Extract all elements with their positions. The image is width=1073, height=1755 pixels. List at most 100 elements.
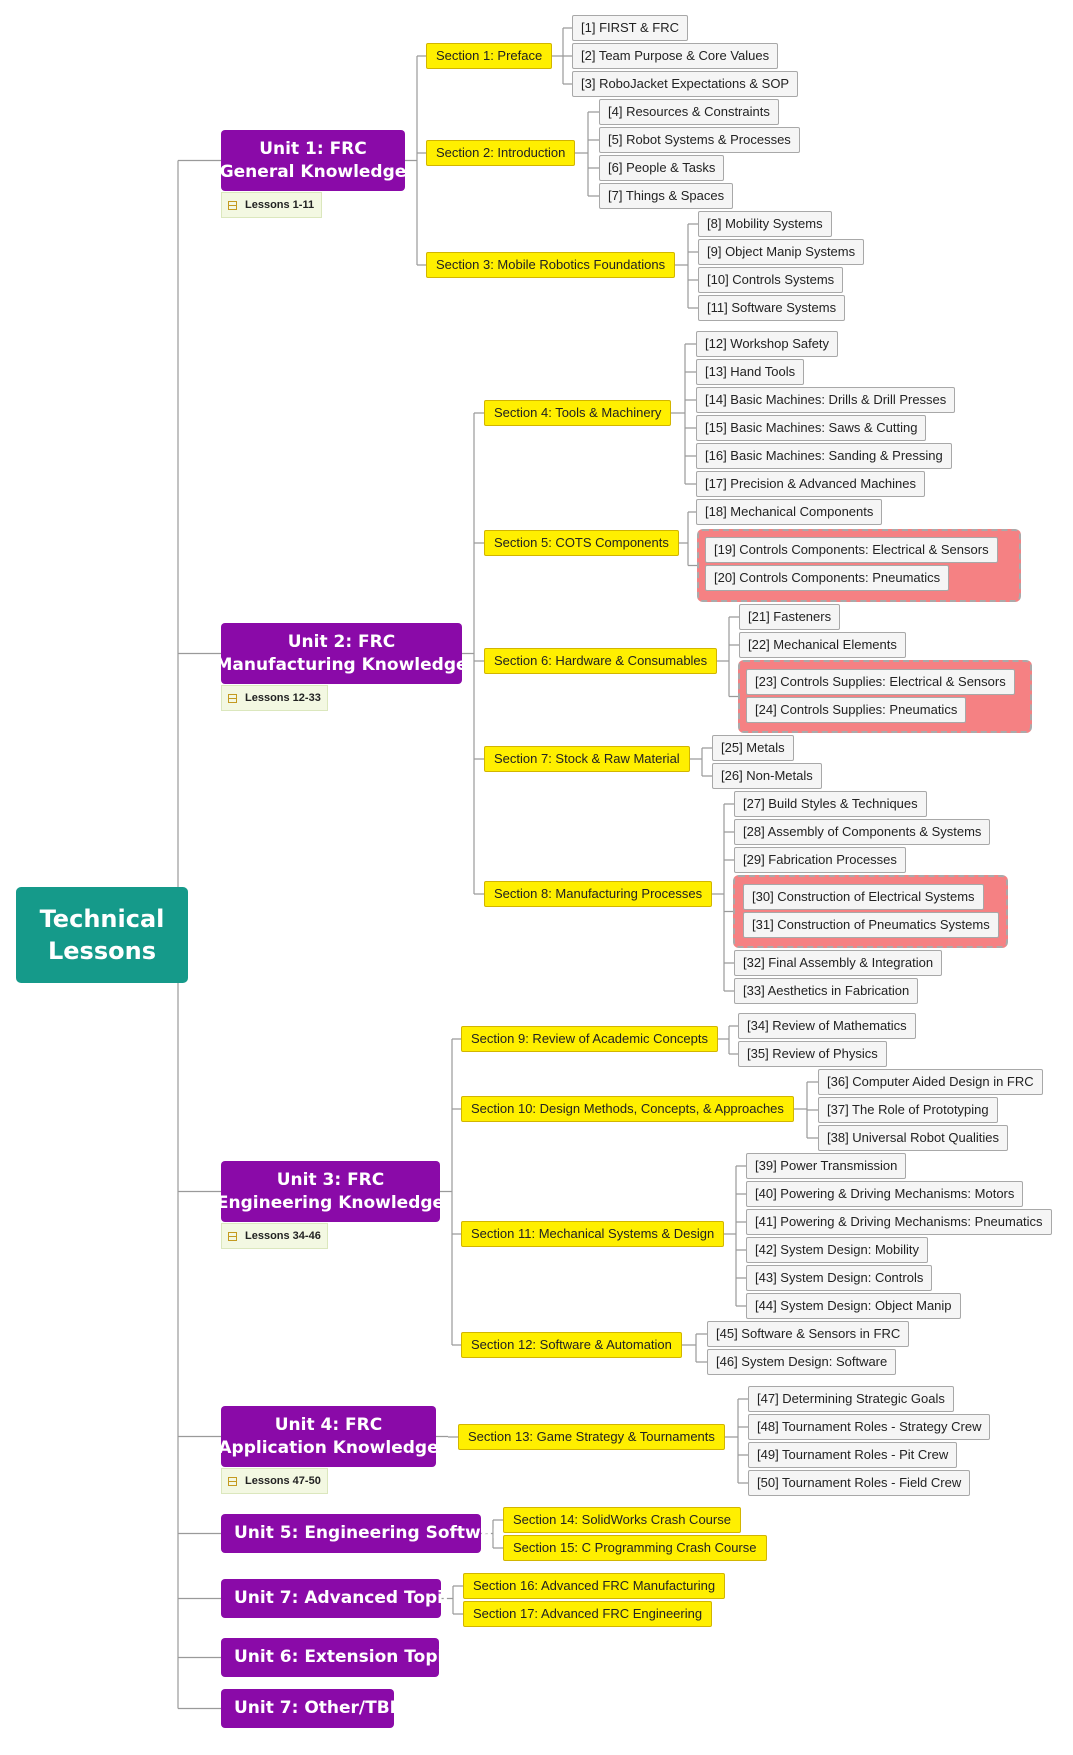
section-10[interactable]: Section 10: Design Methods, Concepts, & … [461,1096,794,1122]
lesson-21[interactable]: [21] Fasteners [739,604,841,630]
lesson-6[interactable]: [6] People & Tasks [599,155,725,181]
connector-section-9 [718,1025,738,1055]
section-11[interactable]: Section 11: Mechanical Systems & Design [461,1221,725,1247]
lesson-47[interactable]: [47] Determining Strategic Goals [748,1386,954,1412]
note-icon [228,693,237,703]
section-1[interactable]: Section 1: Preface [426,43,553,69]
section-16[interactable]: Section 16: Advanced FRC Manufacturing [463,1573,726,1599]
section-14[interactable]: Section 14: SolidWorks Crash Course [503,1507,741,1533]
lesson-46[interactable]: [46] System Design: Software [707,1349,897,1375]
section-15[interactable]: Section 15: C Programming Crash Course [503,1535,767,1561]
section-6[interactable]: Section 6: Hardware & Consumables [484,648,718,674]
connector-unit-5 [481,1519,503,1549]
lesson-48[interactable]: [48] Tournament Roles - Strategy Crew [748,1414,991,1440]
connector-unit-2 [462,412,484,895]
unit-7-advanced[interactable]: Unit 7: Advanced Topics [221,1579,463,1618]
lesson-16[interactable]: [16] Basic Machines: Sanding & Pressing [696,443,952,469]
connector-section-13 [725,1398,748,1484]
section-4[interactable]: Section 4: Tools & Machinery [484,400,672,426]
lesson-44[interactable]: [44] System Design: Object Manip [746,1293,961,1319]
lesson-31[interactable]: [31] Construction of Pneumatics Systems [743,912,999,938]
lesson-17[interactable]: [17] Precision & Advanced Machines [696,471,926,497]
lesson-34[interactable]: [34] Review of Mathematics [738,1013,916,1039]
lesson-15[interactable]: [15] Basic Machines: Saws & Cutting [696,415,927,441]
connector-section-5 [679,511,697,567]
lesson-19[interactable]: [19] Controls Components: Electrical & S… [705,537,998,563]
lesson-39[interactable]: [39] Power Transmission [746,1153,907,1179]
lesson-36[interactable]: [36] Computer Aided Design in FRC [818,1069,1043,1095]
root-label-line2: Lessons [47,937,156,965]
lesson-11[interactable]: [11] Software Systems [698,295,846,321]
lesson-8[interactable]: [8] Mobility Systems [698,211,832,237]
lesson-42[interactable]: [42] System Design: Mobility [746,1237,929,1263]
lesson-13[interactable]: [13] Hand Tools [696,359,805,385]
lesson-26[interactable]: [26] Non-Metals [712,763,822,789]
unit-3-lessons-note: Lessons 34-46 [221,1223,328,1249]
lesson-30[interactable]: [30] Construction of Electrical Systems [743,884,984,910]
section-5[interactable]: Section 5: COTS Components [484,530,679,556]
unit-7-other[interactable]: Unit 7: Other/TBD [221,1689,404,1728]
unit-1-lessons-label: Lessons 1-11 [245,199,315,211]
section-17[interactable]: Section 17: Advanced FRC Engineering [463,1601,713,1627]
connector-section-4 [671,343,696,485]
lesson-40[interactable]: [40] Powering & Driving Mechanisms: Moto… [746,1181,1024,1207]
lesson-9[interactable]: [9] Object Manip Systems [698,239,865,265]
connector-section-1 [552,27,572,85]
unit-1-subtitle: General Knowledge [219,161,407,182]
lesson-29[interactable]: [29] Fabrication Processes [734,847,906,873]
lesson-1[interactable]: [1] FIRST & FRC [572,15,688,41]
lesson-5[interactable]: [5] Robot Systems & Processes [599,127,800,153]
unit-3-title: Unit 3: FRC [276,1169,385,1190]
lesson-25[interactable]: [25] Metals [712,735,794,761]
lesson-32[interactable]: [32] Final Assembly & Integration [734,950,943,976]
section-2[interactable]: Section 2: Introduction [426,140,576,166]
unit-1-title: Unit 1: FRC [259,138,367,159]
lesson-33[interactable]: [33] Aesthetics in Fabrication [734,978,919,1004]
note-icon [228,1476,237,1486]
lesson-14[interactable]: [14] Basic Machines: Drills & Drill Pres… [696,387,956,413]
lesson-24[interactable]: [24] Controls Supplies: Pneumatics [746,697,967,723]
section-13[interactable]: Section 13: Game Strategy & Tournaments [458,1424,725,1450]
lesson-50[interactable]: [50] Tournament Roles - Field Crew [748,1470,971,1496]
lesson-27[interactable]: [27] Build Styles & Techniques [734,791,927,817]
section-8[interactable]: Section 8: Manufacturing Processes [484,881,713,907]
lesson-23[interactable]: [23] Controls Supplies: Electrical & Sen… [746,669,1015,695]
unit-2-subtitle: Manufacturing Knowledge [215,654,468,675]
section-12[interactable]: Section 12: Software & Automation [461,1332,682,1358]
lesson-43[interactable]: [43] System Design: Controls [746,1265,933,1291]
lesson-3[interactable]: [3] RoboJacket Expectations & SOP [572,71,799,97]
lesson-20[interactable]: [20] Controls Components: Pneumatics [705,565,950,591]
lesson-12[interactable]: [12] Workshop Safety [696,331,839,357]
connector-section-12 [682,1333,707,1363]
lesson-45[interactable]: [45] Software & Sensors in FRC [707,1321,910,1347]
lesson-49[interactable]: [49] Tournament Roles - Pit Crew [748,1442,958,1468]
unit-2-lessons-note: Lessons 12-33 [221,685,328,711]
lesson-37[interactable]: [37] The Role of Prototyping [818,1097,998,1123]
unit-5[interactable]: Unit 5: Engineering Software [221,1514,512,1553]
root-label-line1: Technical [39,905,165,933]
lesson-2[interactable]: [2] Team Purpose & Core Values [572,43,779,69]
lesson-22[interactable]: [22] Mechanical Elements [739,632,906,658]
lesson-10[interactable]: [10] Controls Systems [698,267,844,293]
lesson-7[interactable]: [7] Things & Spaces [599,183,734,209]
section-7[interactable]: Section 7: Stock & Raw Material [484,746,690,772]
section-9[interactable]: Section 9: Review of Academic Concepts [461,1026,719,1052]
lesson-41[interactable]: [41] Powering & Driving Mechanisms: Pneu… [746,1209,1052,1235]
unit-2-lessons-label: Lessons 12-33 [245,692,321,704]
unit-6[interactable]: Unit 6: Extension Topics [221,1638,464,1677]
note-icon [228,200,237,210]
section-3[interactable]: Section 3: Mobile Robotics Foundations [426,252,676,278]
lesson-18[interactable]: [18] Mechanical Components [696,499,883,525]
unit-3-subtitle: Engineering Knowledge [216,1192,445,1213]
lesson-28[interactable]: [28] Assembly of Components & Systems [734,819,991,845]
connector-unit-4 [436,1435,458,1438]
lesson-38[interactable]: [38] Universal Robot Qualities [818,1125,1008,1151]
lesson-4[interactable]: [4] Resources & Constraints [599,99,779,125]
lesson-35[interactable]: [35] Review of Physics [738,1041,887,1067]
